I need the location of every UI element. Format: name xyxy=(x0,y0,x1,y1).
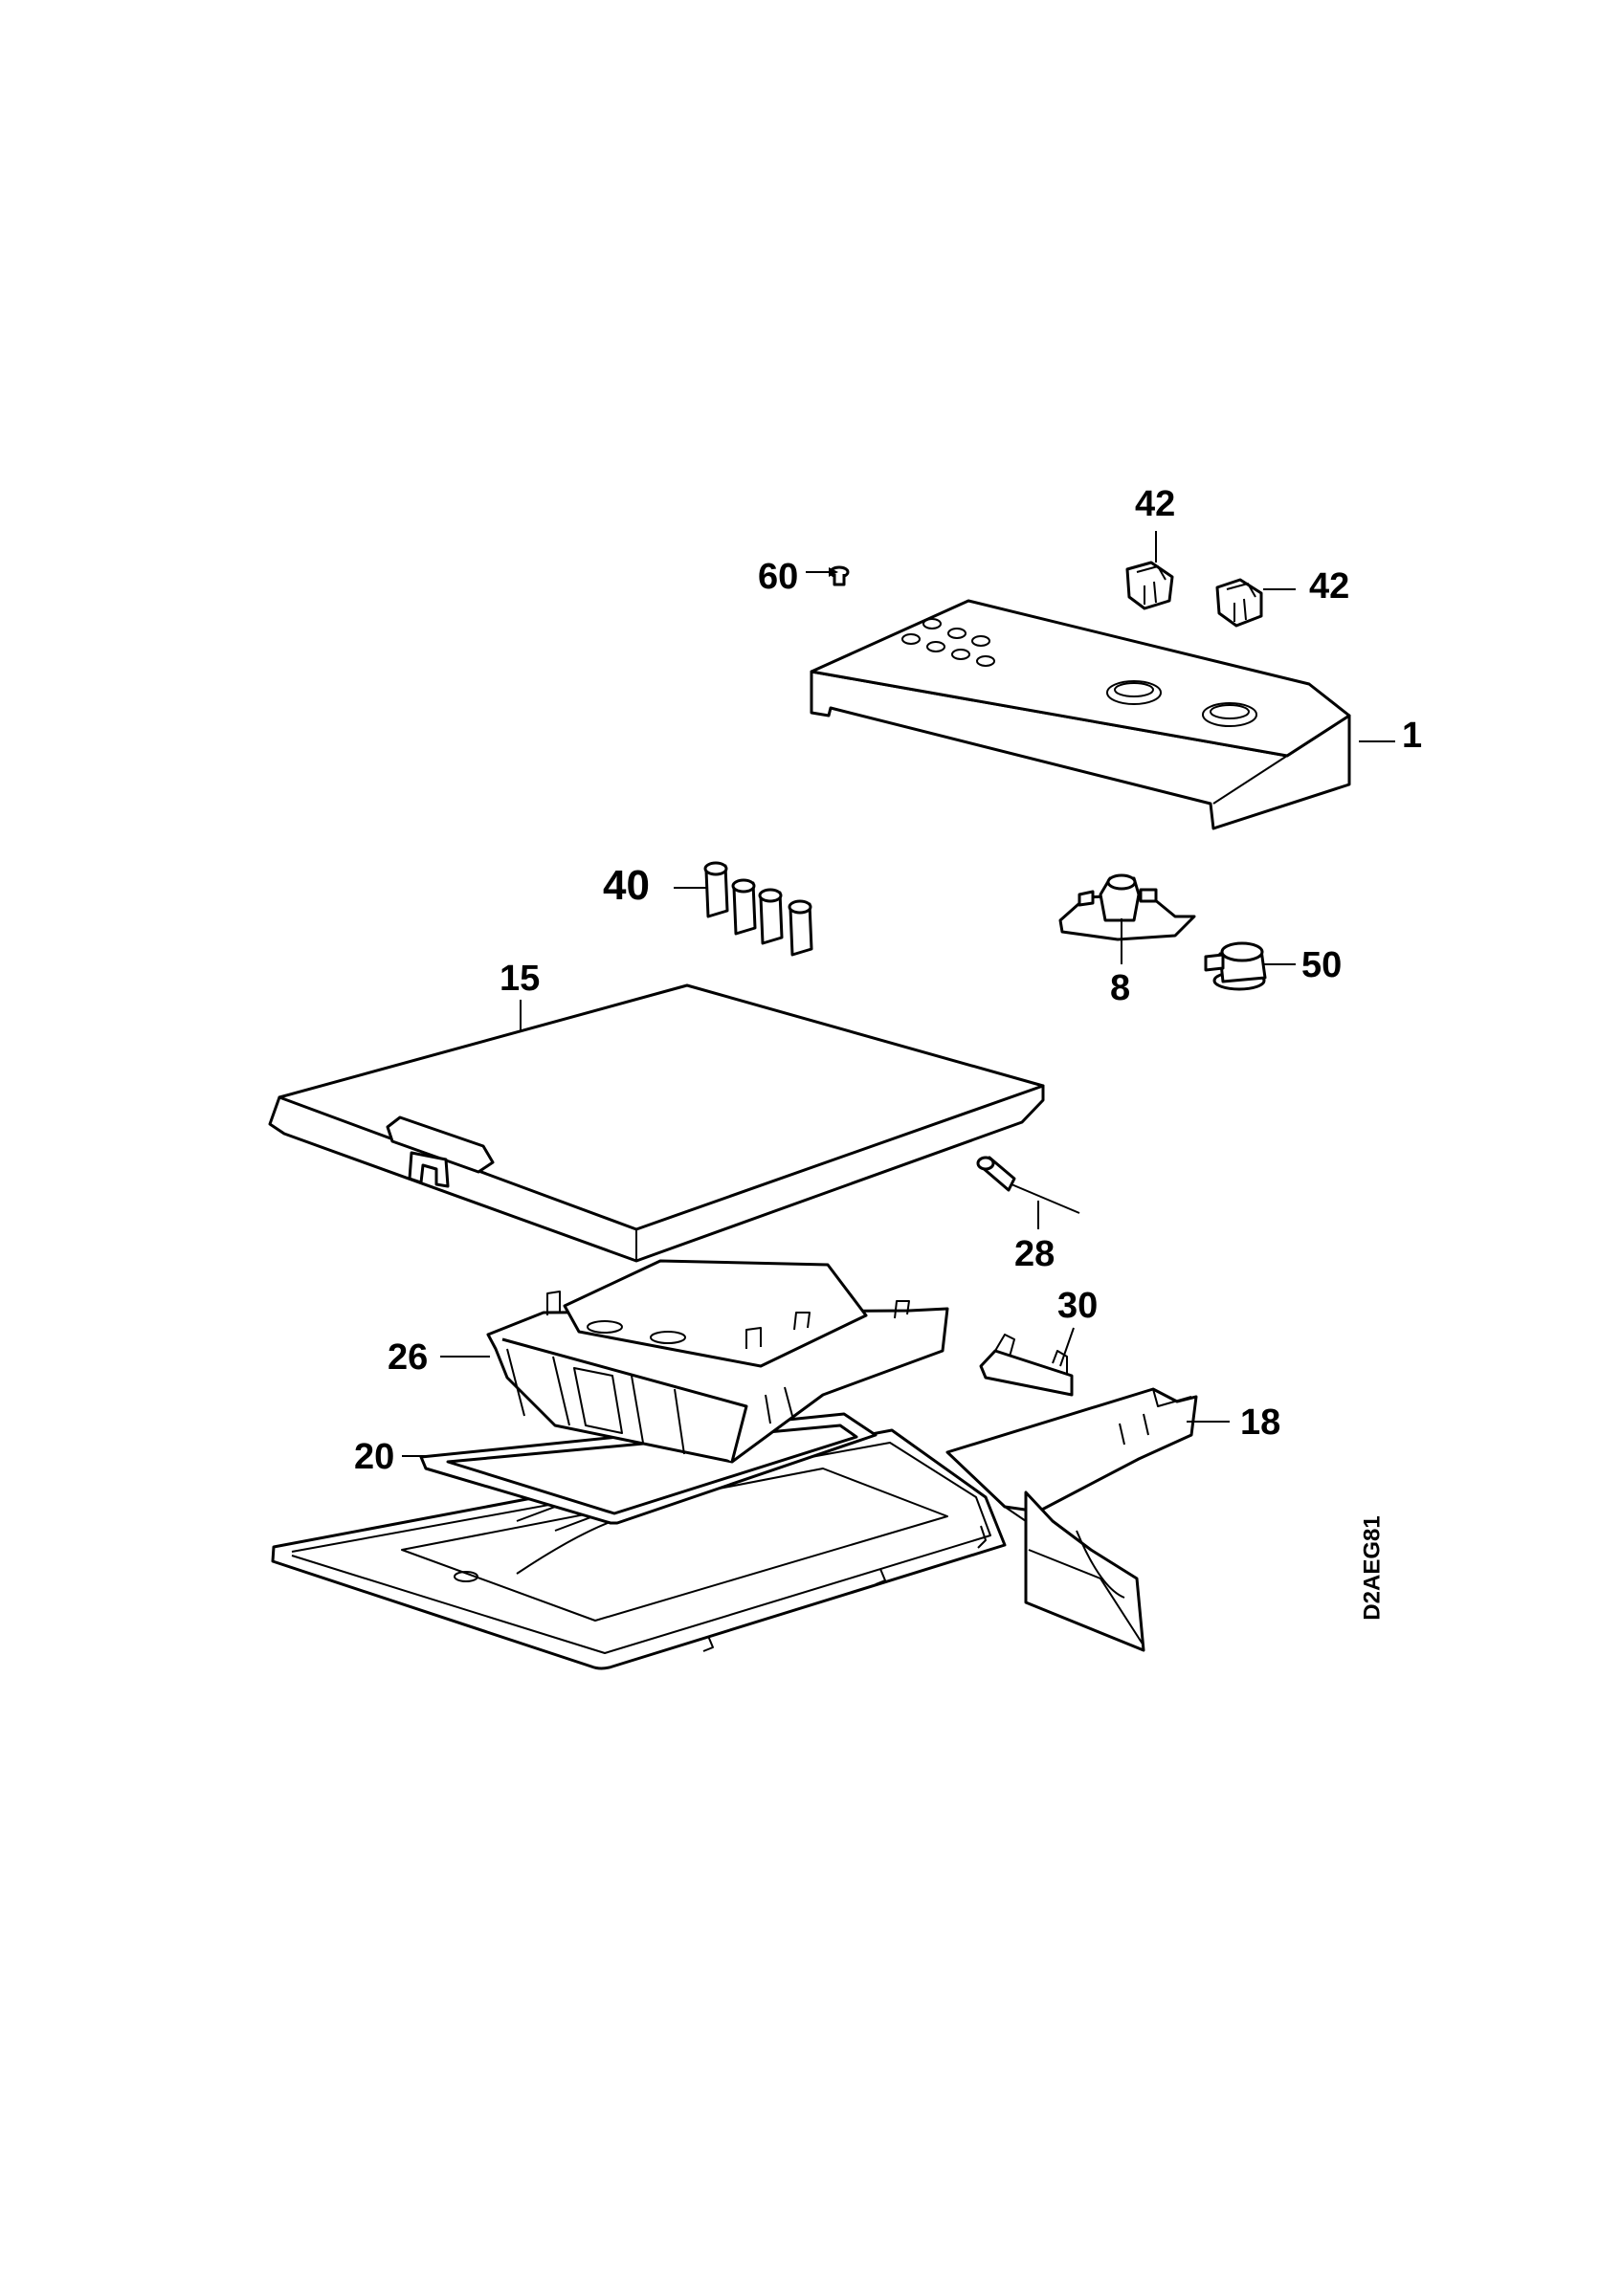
callout-18-base-rail: 18 xyxy=(1240,1402,1281,1443)
callout-1-control-panel: 1 xyxy=(1402,716,1423,756)
callout-8-valve-bracket: 8 xyxy=(1110,968,1131,1008)
callout-42-knob-left: 42 xyxy=(1135,484,1176,524)
callout-60-screw: 60 xyxy=(758,557,799,597)
part-8-valve-bracket xyxy=(1058,873,1196,941)
callout-40-push-buttons: 40 xyxy=(603,862,650,909)
drawing-code: D2AEG81 xyxy=(1359,1515,1386,1621)
part-30-clip xyxy=(979,1334,1074,1397)
callout-50-valve: 50 xyxy=(1301,945,1343,985)
part-42-knob-right xyxy=(1215,578,1263,628)
callout-15-lid: 15 xyxy=(500,959,541,999)
part-42-knob-left xyxy=(1125,561,1174,610)
callout-42-knob-right: 42 xyxy=(1309,566,1350,607)
part-40-push-buttons xyxy=(703,861,813,957)
callout-30-clip: 30 xyxy=(1057,1286,1099,1326)
part-15-lid xyxy=(268,983,1045,1263)
part-18-base-rail xyxy=(945,1387,1198,1652)
part-26-detergent-drawer xyxy=(486,1259,949,1464)
leader-lines xyxy=(402,531,1395,1457)
callout-26-detergent-drawer: 26 xyxy=(388,1337,429,1378)
base-plate xyxy=(271,1428,1007,1670)
part-1-control-panel xyxy=(810,599,1351,830)
callout-20-seal: 20 xyxy=(354,1437,395,1477)
part-50-valve xyxy=(1204,941,1267,991)
callout-28-pin: 28 xyxy=(1014,1234,1055,1274)
part-28-pin xyxy=(976,1156,1080,1214)
